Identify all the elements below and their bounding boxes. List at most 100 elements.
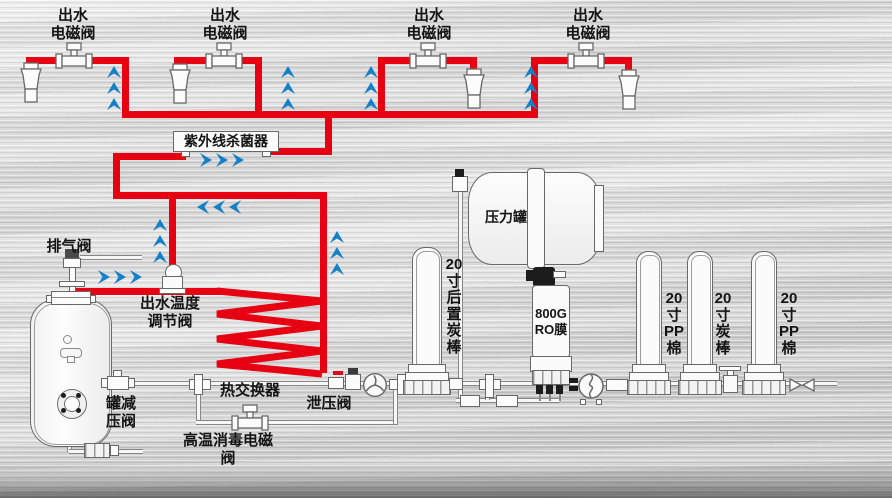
prefilter-inner (755, 255, 775, 365)
tank-diffuser-stem (67, 356, 75, 363)
pipe-fitting (606, 379, 628, 391)
outlet-valve-label-1: 出水 电磁阀 (50, 7, 96, 43)
heat-exchanger-label: 热交换器 (219, 382, 280, 399)
ro-port-tube (539, 390, 541, 401)
ro-port (536, 385, 543, 394)
faucet-icon (169, 63, 191, 104)
porthole-bolt (61, 408, 66, 413)
hot-pipe-riser2 (255, 57, 262, 118)
outlet-solenoid-valve-icon (55, 42, 93, 69)
hot-pipe-tank-line (72, 288, 222, 295)
ro-top-elbow (526, 270, 536, 281)
post-carbon-label: 20 寸 后 置 炭 棒 (445, 256, 463, 356)
pressure-tank-valve-cap (455, 169, 464, 177)
hand-valve-body (723, 375, 738, 393)
outlet-valve-label-4: 出水 电磁阀 (565, 7, 611, 43)
pressure-tank-label: 压力罐 (485, 209, 527, 225)
tank-drain-heater (84, 443, 110, 458)
post-carbon-filter-inner (416, 251, 440, 365)
ro-membrane-label: 800G RO膜 (534, 306, 568, 337)
flow-arrow-right-icon (98, 270, 142, 284)
tank-reducing-valve-stem (113, 370, 122, 377)
uv-port-left (181, 151, 190, 157)
disinfect-valve-label: 高温消毒电磁阀 (182, 432, 273, 468)
filter-pp2-label: 20 寸 PP 棉 (778, 290, 799, 357)
pipe-fitting (128, 378, 135, 388)
prefilter-inner (640, 255, 660, 365)
pump-port (569, 378, 578, 383)
hot-pipe-uv-outlet-drop (113, 153, 120, 199)
heat-exchanger-coil (216, 287, 323, 378)
outlet-valve-label-2: 出水 电磁阀 (202, 7, 248, 43)
hot-pipe-uv-inlet (271, 148, 332, 155)
uv-port-right (262, 151, 271, 157)
tee-fitting (194, 374, 203, 395)
uv-sterilizer-box (173, 131, 279, 152)
bypass-line (196, 420, 398, 425)
filter-base (678, 380, 722, 395)
hot-pipe-drop3 (470, 57, 477, 72)
prefilter-inner (691, 255, 711, 365)
flow-arrow-up-icon (281, 66, 295, 110)
pump-port (569, 386, 578, 391)
flow-arrow-up-icon (364, 66, 378, 110)
ro-port-tube (559, 390, 561, 401)
relief-valve-label: 泄压阀 (306, 395, 352, 412)
faucet-icon (618, 69, 640, 110)
flow-arrow-up-icon (107, 66, 121, 110)
check-valve-cap (348, 368, 358, 375)
pressure-tank-flange (594, 185, 604, 252)
porthole-bolt (61, 393, 66, 398)
hot-pipe-riser4 (531, 57, 538, 118)
tank-sensor-dot (63, 335, 72, 344)
outlet-solenoid-valve-icon (205, 42, 243, 69)
tank-collar-wing (90, 295, 96, 303)
tee-fitting (485, 374, 494, 398)
outlet-valve-label-3: 出水 电磁阀 (406, 7, 452, 43)
bypass-down-pipe (196, 390, 201, 424)
booster-pump-icon (578, 373, 604, 399)
flow-arrow-up-icon (524, 66, 538, 110)
temp-valve-flange (159, 288, 186, 294)
flow-arrow-up-icon (330, 231, 344, 275)
ro-port (556, 385, 563, 394)
filter-carbon-label: 20 寸 炭 棒 (714, 290, 732, 357)
bypass-up-pipe (393, 390, 398, 424)
check-valve-body (345, 374, 361, 390)
porthole-bolt (76, 393, 81, 398)
porthole-bolt (76, 408, 81, 413)
hot-pipe-return-line (113, 192, 327, 199)
exhaust-valve-label: 排气阀 (46, 238, 92, 255)
hot-pipe-drop4 (625, 57, 632, 73)
pressure-tank-elbow (452, 176, 468, 192)
pump-foot (580, 399, 586, 405)
filter-base (403, 380, 451, 395)
disinfect-solenoid-valve-icon (231, 404, 269, 431)
pipe-fitting (496, 395, 518, 407)
hot-pipe-uv-outlet (113, 153, 186, 160)
ro-top-fitting (553, 271, 566, 278)
tank-top-collar (51, 291, 91, 305)
hot-pipe-riser1 (122, 57, 129, 118)
pressure-tank-pipe (458, 192, 463, 402)
flow-arrow-up-icon (153, 219, 167, 263)
relief-valve-icon (328, 377, 344, 389)
tank-reducing-valve-icon (107, 376, 129, 390)
hot-pipe-uv-inlet-drop (325, 111, 332, 155)
main-water-line (101, 381, 837, 386)
ro-port-tube (549, 390, 551, 401)
exhaust-valve-cap (65, 249, 79, 258)
filter-base (742, 380, 786, 395)
pump-foot (596, 399, 602, 405)
circulation-fan-icon (362, 372, 388, 398)
exhaust-valve-flange (59, 281, 85, 287)
pipe-fitting (449, 378, 463, 390)
tank-collar-line (52, 297, 90, 298)
filter-pp1-label: 20 寸 PP 棉 (663, 290, 684, 357)
temp-valve-label: 出水温度 调节阀 (139, 295, 200, 331)
ro-port (546, 385, 553, 394)
tank-collar-wing (46, 295, 52, 303)
relief-valve-lever (333, 371, 343, 375)
filter-base (627, 380, 671, 395)
